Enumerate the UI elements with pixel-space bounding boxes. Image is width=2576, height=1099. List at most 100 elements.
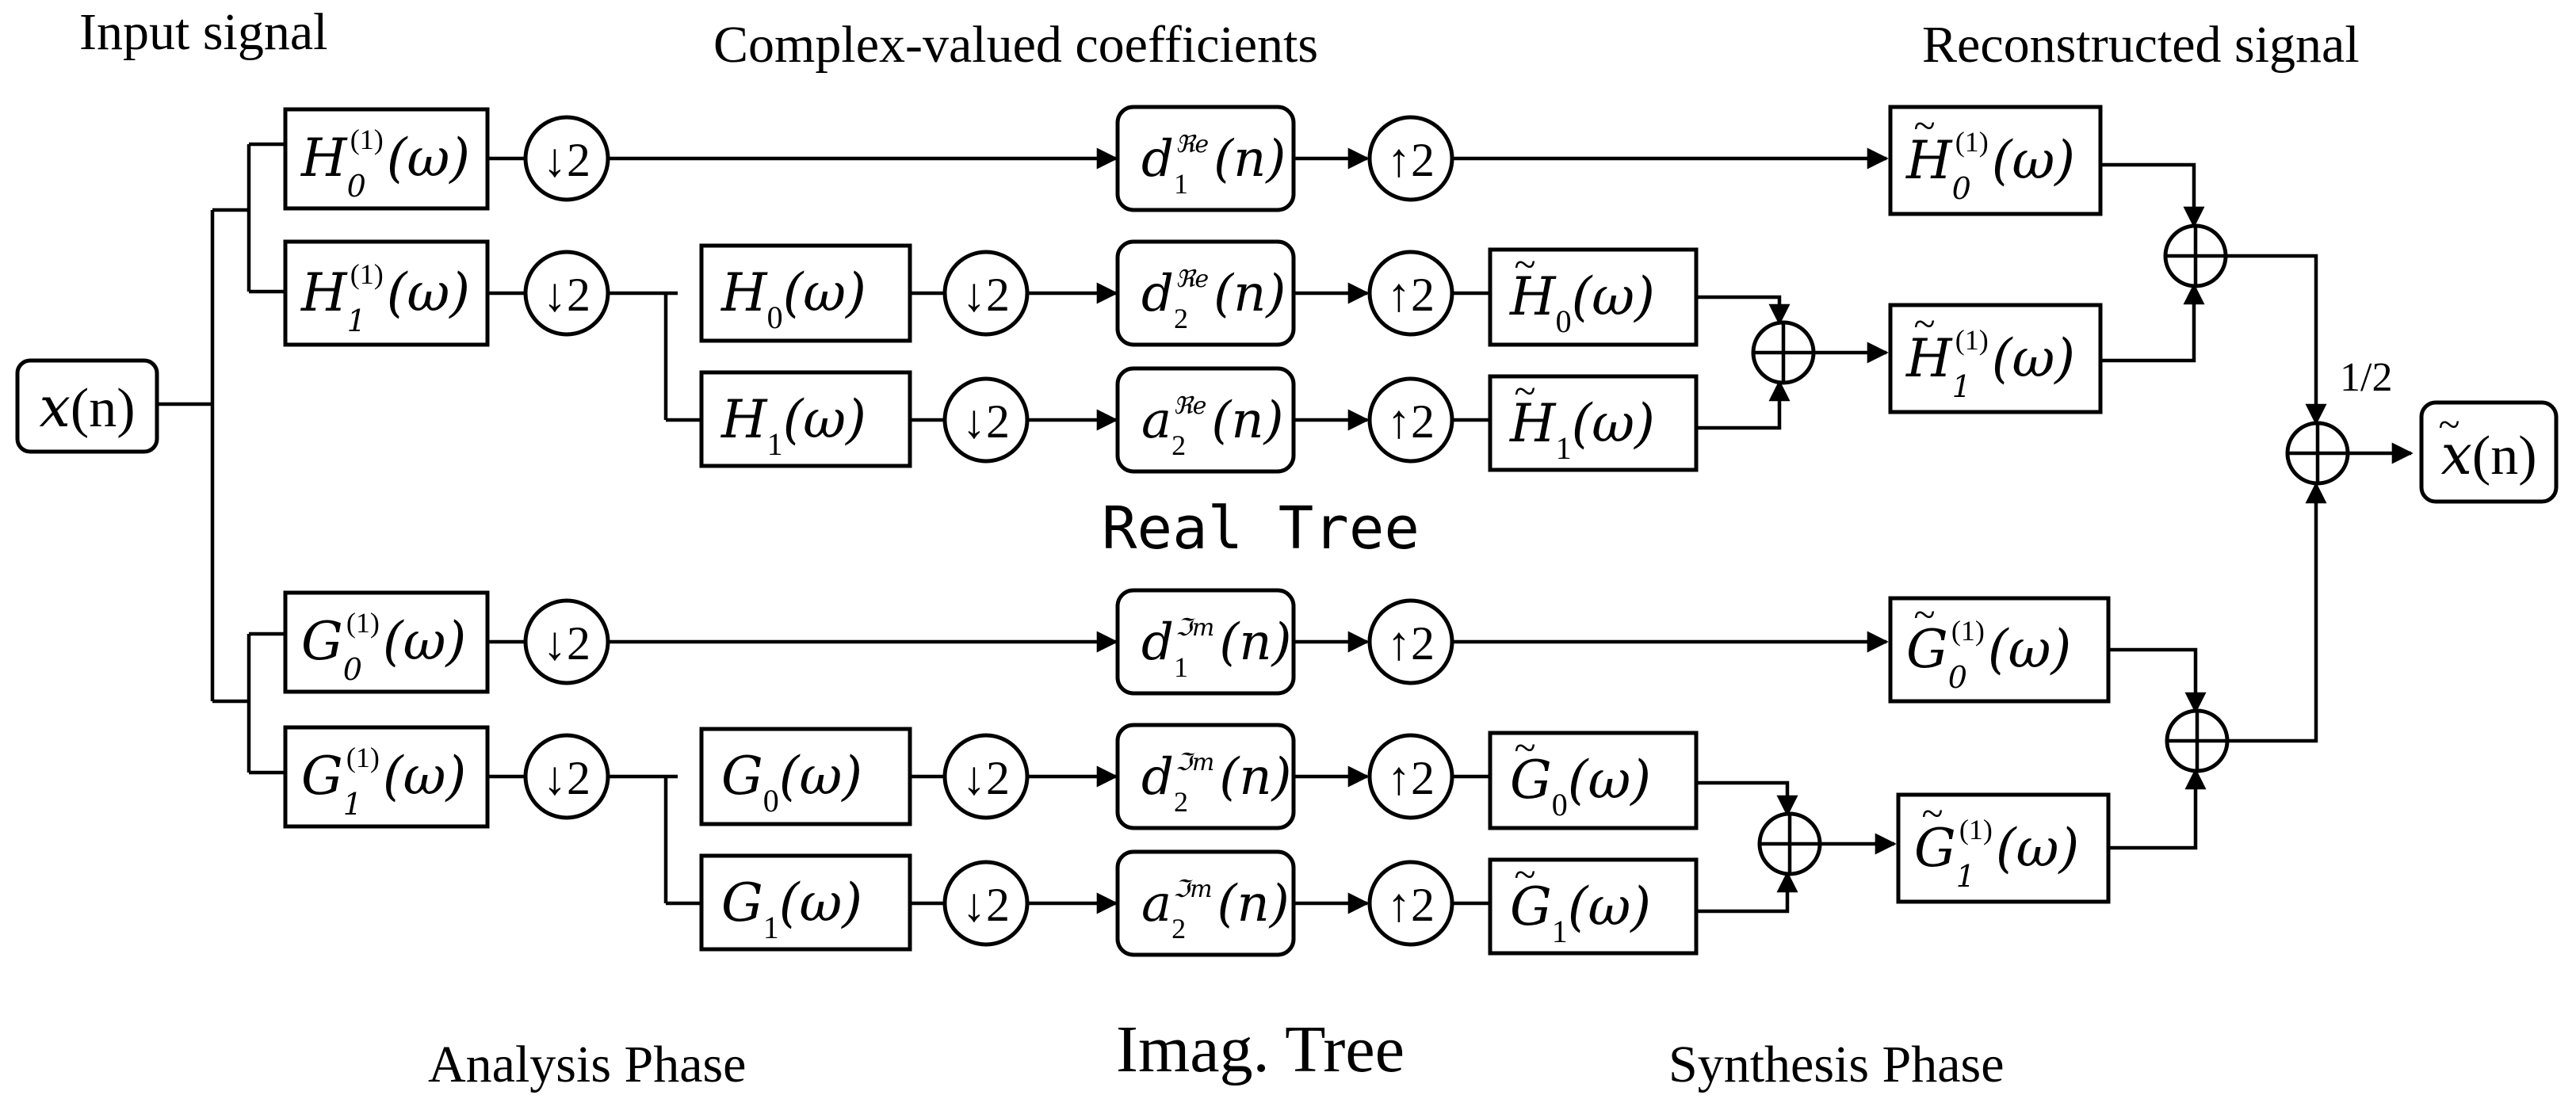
filter-gt1: G1(ω) ~ <box>1488 852 1699 956</box>
svg-text:↑2: ↑2 <box>1387 134 1435 186</box>
downsample-node: ↓2 <box>523 250 610 337</box>
svg-text:a2ℑm(n): a2ℑm(n) <box>1141 875 1290 944</box>
filter-g0-1: G0(1)(ω) <box>283 590 490 694</box>
output-tilde: ~ <box>2438 402 2459 446</box>
svg-text:G0(1)(ω): G0(1)(ω) <box>301 607 466 687</box>
svg-text:H0(1)(ω): H0(1)(ω) <box>300 124 470 204</box>
input-signal-block: x(n) <box>15 358 159 454</box>
upsample-node: ↑2 <box>1367 860 1454 947</box>
filter-ht0-1: H0(1)(ω) ~ <box>1888 103 2103 216</box>
filter-ht0: H0(ω) ~ <box>1488 242 1699 347</box>
svg-text:↓2: ↓2 <box>543 134 590 186</box>
filter-h0: H0(ω) <box>699 243 912 343</box>
svg-text:H0(1)(ω): H0(1)(ω) <box>1905 126 2075 206</box>
filter-ht1-1: H1(1)(ω) ~ <box>1888 301 2103 414</box>
svg-text:G1(ω): G1(ω) <box>721 872 862 945</box>
svg-text:H1(1)(ω): H1(1)(ω) <box>300 258 470 338</box>
upsample-node: ↑2 <box>1367 250 1454 337</box>
svg-text:H0(ω): H0(ω) <box>720 262 866 335</box>
svg-text:H0(ω): H0(ω) <box>1509 266 1655 339</box>
svg-text:G0(ω): G0(ω) <box>1510 750 1651 822</box>
coef-d1-real: d1ℜe(n) <box>1115 105 1296 212</box>
output-signal-block: x(n) ~ <box>2419 400 2559 504</box>
downsample-node: ↓2 <box>942 376 1030 464</box>
svg-text:d2ℑm(n): d2ℑm(n) <box>1141 748 1292 818</box>
svg-text:H1(ω): H1(ω) <box>1509 393 1655 466</box>
sum-node-imag-l2 <box>1757 811 1822 876</box>
svg-text:G0(1)(ω): G0(1)(ω) <box>1906 615 2071 695</box>
svg-text:H1(1)(ω): H1(1)(ω) <box>1905 324 2075 404</box>
upsample-node: ↑2 <box>1367 376 1454 464</box>
coef-d1-imag: d1ℑm(n) <box>1115 588 1296 696</box>
half-gain-label: 1/2 <box>2340 355 2392 400</box>
analysis-phase-label: Analysis Phase <box>428 1036 746 1093</box>
upsample-node: ↑2 <box>1367 733 1454 820</box>
svg-text:H1(ω): H1(ω) <box>720 389 866 462</box>
svg-text:↓2: ↓2 <box>962 879 1010 931</box>
coef-a2-real: a2ℜe(n) <box>1115 366 1296 474</box>
filter-gt0: G0(ω) ~ <box>1488 725 1699 830</box>
svg-text:↑2: ↑2 <box>1387 752 1435 804</box>
svg-text:x(n): x(n) <box>39 375 135 440</box>
svg-text:↓2: ↓2 <box>962 269 1010 321</box>
downsample-node: ↓2 <box>523 598 610 685</box>
filter-h0-1: H0(1)(ω) <box>283 107 490 211</box>
downsample-node: ↓2 <box>523 733 610 820</box>
svg-text:~: ~ <box>1514 725 1535 769</box>
svg-text:~: ~ <box>1514 852 1535 896</box>
filter-gt0-1: G0(1)(ω) ~ <box>1888 592 2111 704</box>
svg-text:d1ℑm(n): d1ℑm(n) <box>1141 613 1292 683</box>
coefficients-label: Complex-valued coefficients <box>713 16 1318 74</box>
svg-text:~: ~ <box>1514 242 1535 286</box>
svg-text:↑2: ↑2 <box>1387 617 1435 670</box>
filter-g1-1: G1(1)(ω) <box>283 725 490 829</box>
imag-tree-label: Imag. Tree <box>1116 1013 1405 1086</box>
svg-text:~: ~ <box>1913 103 1935 147</box>
synthesis-phase-label: Synthesis Phase <box>1668 1036 2005 1093</box>
svg-text:G1(1)(ω): G1(1)(ω) <box>301 742 466 822</box>
svg-text:~: ~ <box>1921 791 1943 835</box>
svg-text:~: ~ <box>1514 368 1535 413</box>
svg-text:a2ℜe(n): a2ℜe(n) <box>1141 391 1284 461</box>
svg-text:↑2: ↑2 <box>1387 269 1435 321</box>
filter-ht1: H1(ω) ~ <box>1488 368 1699 472</box>
svg-text:↑2: ↑2 <box>1387 395 1435 448</box>
svg-text:d2ℜe(n): d2ℜe(n) <box>1141 265 1286 334</box>
wires <box>157 142 2414 914</box>
svg-text:G1(1)(ω): G1(1)(ω) <box>1914 814 2079 894</box>
upsample-node: ↑2 <box>1367 115 1454 202</box>
svg-text:x(n): x(n) <box>2440 422 2536 487</box>
svg-text:↓2: ↓2 <box>962 395 1010 448</box>
svg-text:↓2: ↓2 <box>543 269 590 321</box>
upsample-node: ↑2 <box>1367 598 1454 685</box>
input-arg: (n) <box>71 378 136 439</box>
svg-text:G1(ω): G1(ω) <box>1510 876 1651 949</box>
input-signal-label: Input signal <box>79 3 327 61</box>
reconstructed-signal-label: Reconstructed signal <box>1922 16 2360 74</box>
downsample-node: ↓2 <box>942 860 1030 947</box>
svg-text:G0(ω): G0(ω) <box>721 746 862 819</box>
filter-gt1-1: G1(1)(ω) ~ <box>1896 791 2111 904</box>
filter-g1: G1(ω) <box>699 853 912 952</box>
svg-text:~: ~ <box>1913 592 1935 636</box>
svg-text:↓2: ↓2 <box>543 752 590 804</box>
svg-text:↓2: ↓2 <box>962 752 1010 804</box>
coef-a2-imag: a2ℑm(n) <box>1115 849 1296 957</box>
filter-h1-1: H1(1)(ω) <box>283 239 490 347</box>
coef-d2-real: d2ℜe(n) <box>1115 239 1296 347</box>
filter-g0: G0(ω) <box>699 727 912 826</box>
downsample-node: ↓2 <box>942 733 1030 820</box>
coef-d2-imag: d2ℑm(n) <box>1115 723 1296 830</box>
svg-text:↑2: ↑2 <box>1387 879 1435 931</box>
svg-text:d1ℜe(n): d1ℜe(n) <box>1141 130 1286 200</box>
sum-node-output <box>2285 421 2350 486</box>
real-tree-label: Real Tree <box>1102 494 1420 563</box>
svg-text:~: ~ <box>1913 301 1935 345</box>
output-arg: (n) <box>2472 425 2537 487</box>
sum-node-real-l1 <box>2163 223 2228 288</box>
svg-text:↓2: ↓2 <box>543 617 590 670</box>
output-var: x <box>2440 422 2471 487</box>
downsample-node: ↓2 <box>942 250 1030 337</box>
downsample-node: ↓2 <box>523 115 610 202</box>
